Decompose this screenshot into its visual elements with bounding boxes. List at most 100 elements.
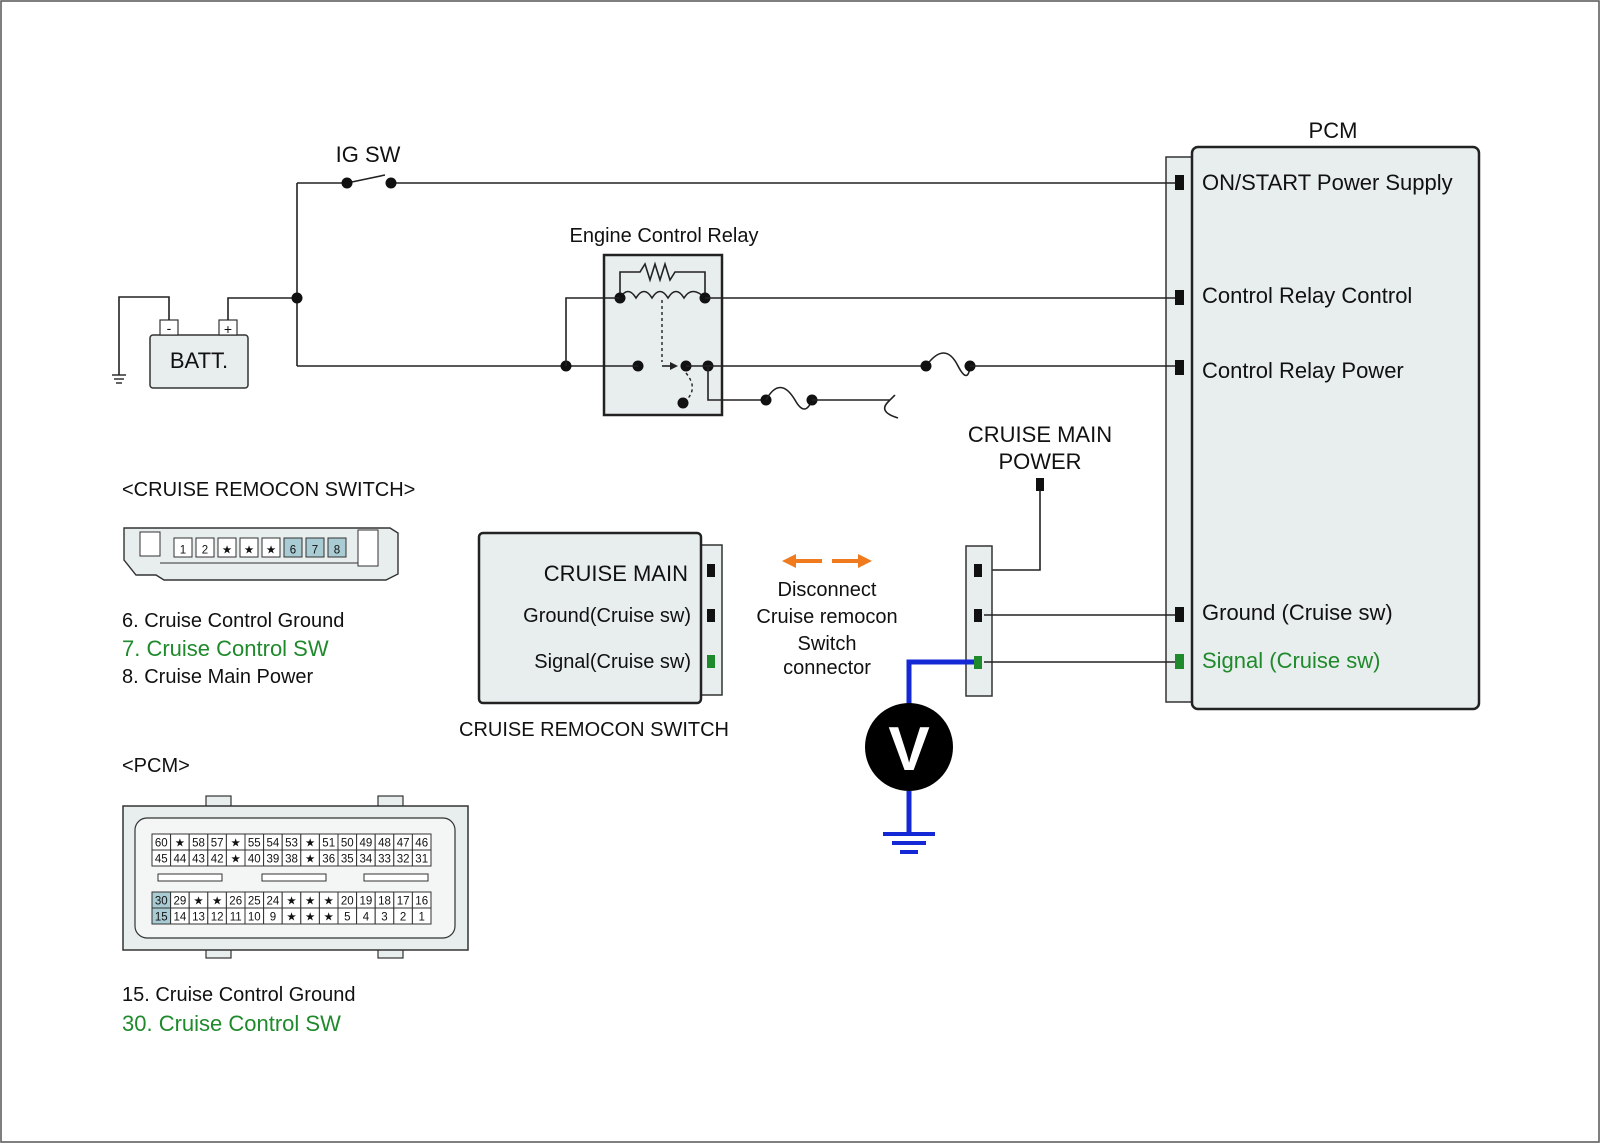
relay-label: Engine Control Relay [570,225,759,247]
voltmeter-probe-positive [906,659,974,705]
pcm-pin-label: ★ [231,854,241,866]
pcm-pin-label: 2 [400,912,406,924]
pcm-signal-pin [1175,654,1184,669]
relay-box [602,253,724,417]
ig-sw-terminal [341,177,353,189]
fuse-icon [765,386,813,410]
pcm-legend-2: 30. Cruise Control SW [122,1011,341,1036]
pcm-pin-label: 57 [211,838,224,850]
pcm-label-relay-control: Control Relay Control [1202,283,1412,308]
cruise-remocon-switch: CRUISE MAIN Ground(Cruise sw) Signal(Cru… [459,531,729,741]
pcm-pin-label: 24 [267,896,280,908]
disconnect-line-4: connector [783,657,871,679]
pcm-pin-label: 60 [155,838,168,850]
pcm-pin-label: 34 [360,854,373,866]
pcm-pin-label: 58 [192,838,205,850]
pcm-pin [1175,607,1184,622]
pcm-pin-label: 32 [397,854,410,866]
pcm-pin-label: 3 [381,912,387,924]
battery: - + BATT. [149,319,249,389]
pcm-pin-label: 26 [229,896,242,908]
pcm-module: PCM ON/START Power Supply Control Relay … [1165,118,1481,711]
pcm-pin-label: ★ [324,912,334,924]
pcm-pin-label: 51 [322,838,335,850]
ig-sw-label: IG SW [336,142,401,167]
battery-body [149,334,249,389]
junction-dot [291,292,303,304]
pcm-pin-label: 39 [267,854,280,866]
voltmeter-icon [865,703,953,791]
pcm-label-ground: Ground (Cruise sw) [1202,600,1393,625]
ig-switch-contact [346,174,386,184]
remocon-connector-latch [139,531,161,557]
pcm-pin-label: 10 [248,912,261,924]
relay-resistor-icon [619,261,706,298]
pcm-pin-cell [411,907,432,925]
pcm-pin-label: 53 [285,838,298,850]
remocon-pin-label: 8 [334,545,340,557]
remocon-pin-label: 7 [312,545,318,557]
remocon-pin-cell [327,537,347,558]
remocon-pin-cell [305,537,325,558]
pcm-pin-label: 38 [285,854,298,866]
pcm-pin-label: 30 [155,896,168,908]
relay-coil-icon [619,290,706,300]
pcm-pin-label: 14 [174,912,187,924]
remocon-pin-label: ★ [244,545,254,557]
voltmeter-symbol: V [888,715,929,784]
pcm-pin-label: ★ [286,912,296,924]
remocon-pin-cell [173,537,193,558]
remocon-pin-cell [283,537,303,558]
pcm-pin-label: 33 [378,854,391,866]
pcm-pin-label: 47 [397,838,410,850]
pcm-connector-title: <PCM> [122,755,190,777]
pcm-pin [1175,360,1184,375]
pcm-pin-label: 11 [230,912,242,924]
pcm-pin-label: ★ [305,896,315,908]
pcm-pin-label: ★ [175,838,185,850]
battery-positive-wire [227,297,297,320]
battery-minus-sign: - [167,320,172,336]
pcm-connector-key [261,873,327,882]
relay-terminal [677,397,689,409]
pcm-legend-1: 15. Cruise Control Ground [122,984,355,1006]
switch-label-cruise-main: CRUISE MAIN [544,561,688,586]
switch-pin [707,609,715,622]
pcm-pin-label: 40 [248,854,261,866]
remocon-connector-latch [357,529,379,567]
cruise-main-power-wire [984,491,1041,571]
disconnect-line-2: Cruise remocon [756,606,897,628]
fuse-icon [925,352,971,377]
fuse-terminal [920,360,932,372]
pcm-pin-label: ★ [212,896,222,908]
remocon-pin-cell [239,537,259,558]
pcm-pin-label: 44 [174,854,187,866]
switch-signal-pin [707,655,715,668]
pcm-pin-label: 17 [397,896,410,908]
pcm-pin-label: 54 [267,838,280,850]
pcm-pin-label: 20 [341,896,354,908]
pcm-pin-label: 16 [415,896,428,908]
disconnect-arrows-icon [782,554,872,568]
disconnect-line-3: Switch [798,633,857,655]
pcm-pin-label: ★ [286,896,296,908]
remocon-pin-label: 1 [180,545,186,557]
remocon-pin-label: 6 [290,545,296,557]
remocon-pin-label: ★ [222,545,232,557]
remocon-connector-housing [123,527,399,581]
pcm-pin-label: 48 [378,838,391,850]
pcm-connector-key [157,873,223,882]
relay-arrow-head [670,362,678,370]
pcm-box [1190,145,1481,711]
wire-break-icon [812,394,899,419]
pcm-pin-label: 1 [418,912,424,924]
pcm-pin-label: 29 [174,896,187,908]
battery-plus-sign: + [224,321,232,337]
pcm-pin-label: 25 [248,896,261,908]
engine-control-relay: Engine Control Relay [570,225,759,417]
remocon-legend-3: 8. Cruise Main Power [122,666,314,688]
voltmeter-ground-icon [883,832,935,854]
